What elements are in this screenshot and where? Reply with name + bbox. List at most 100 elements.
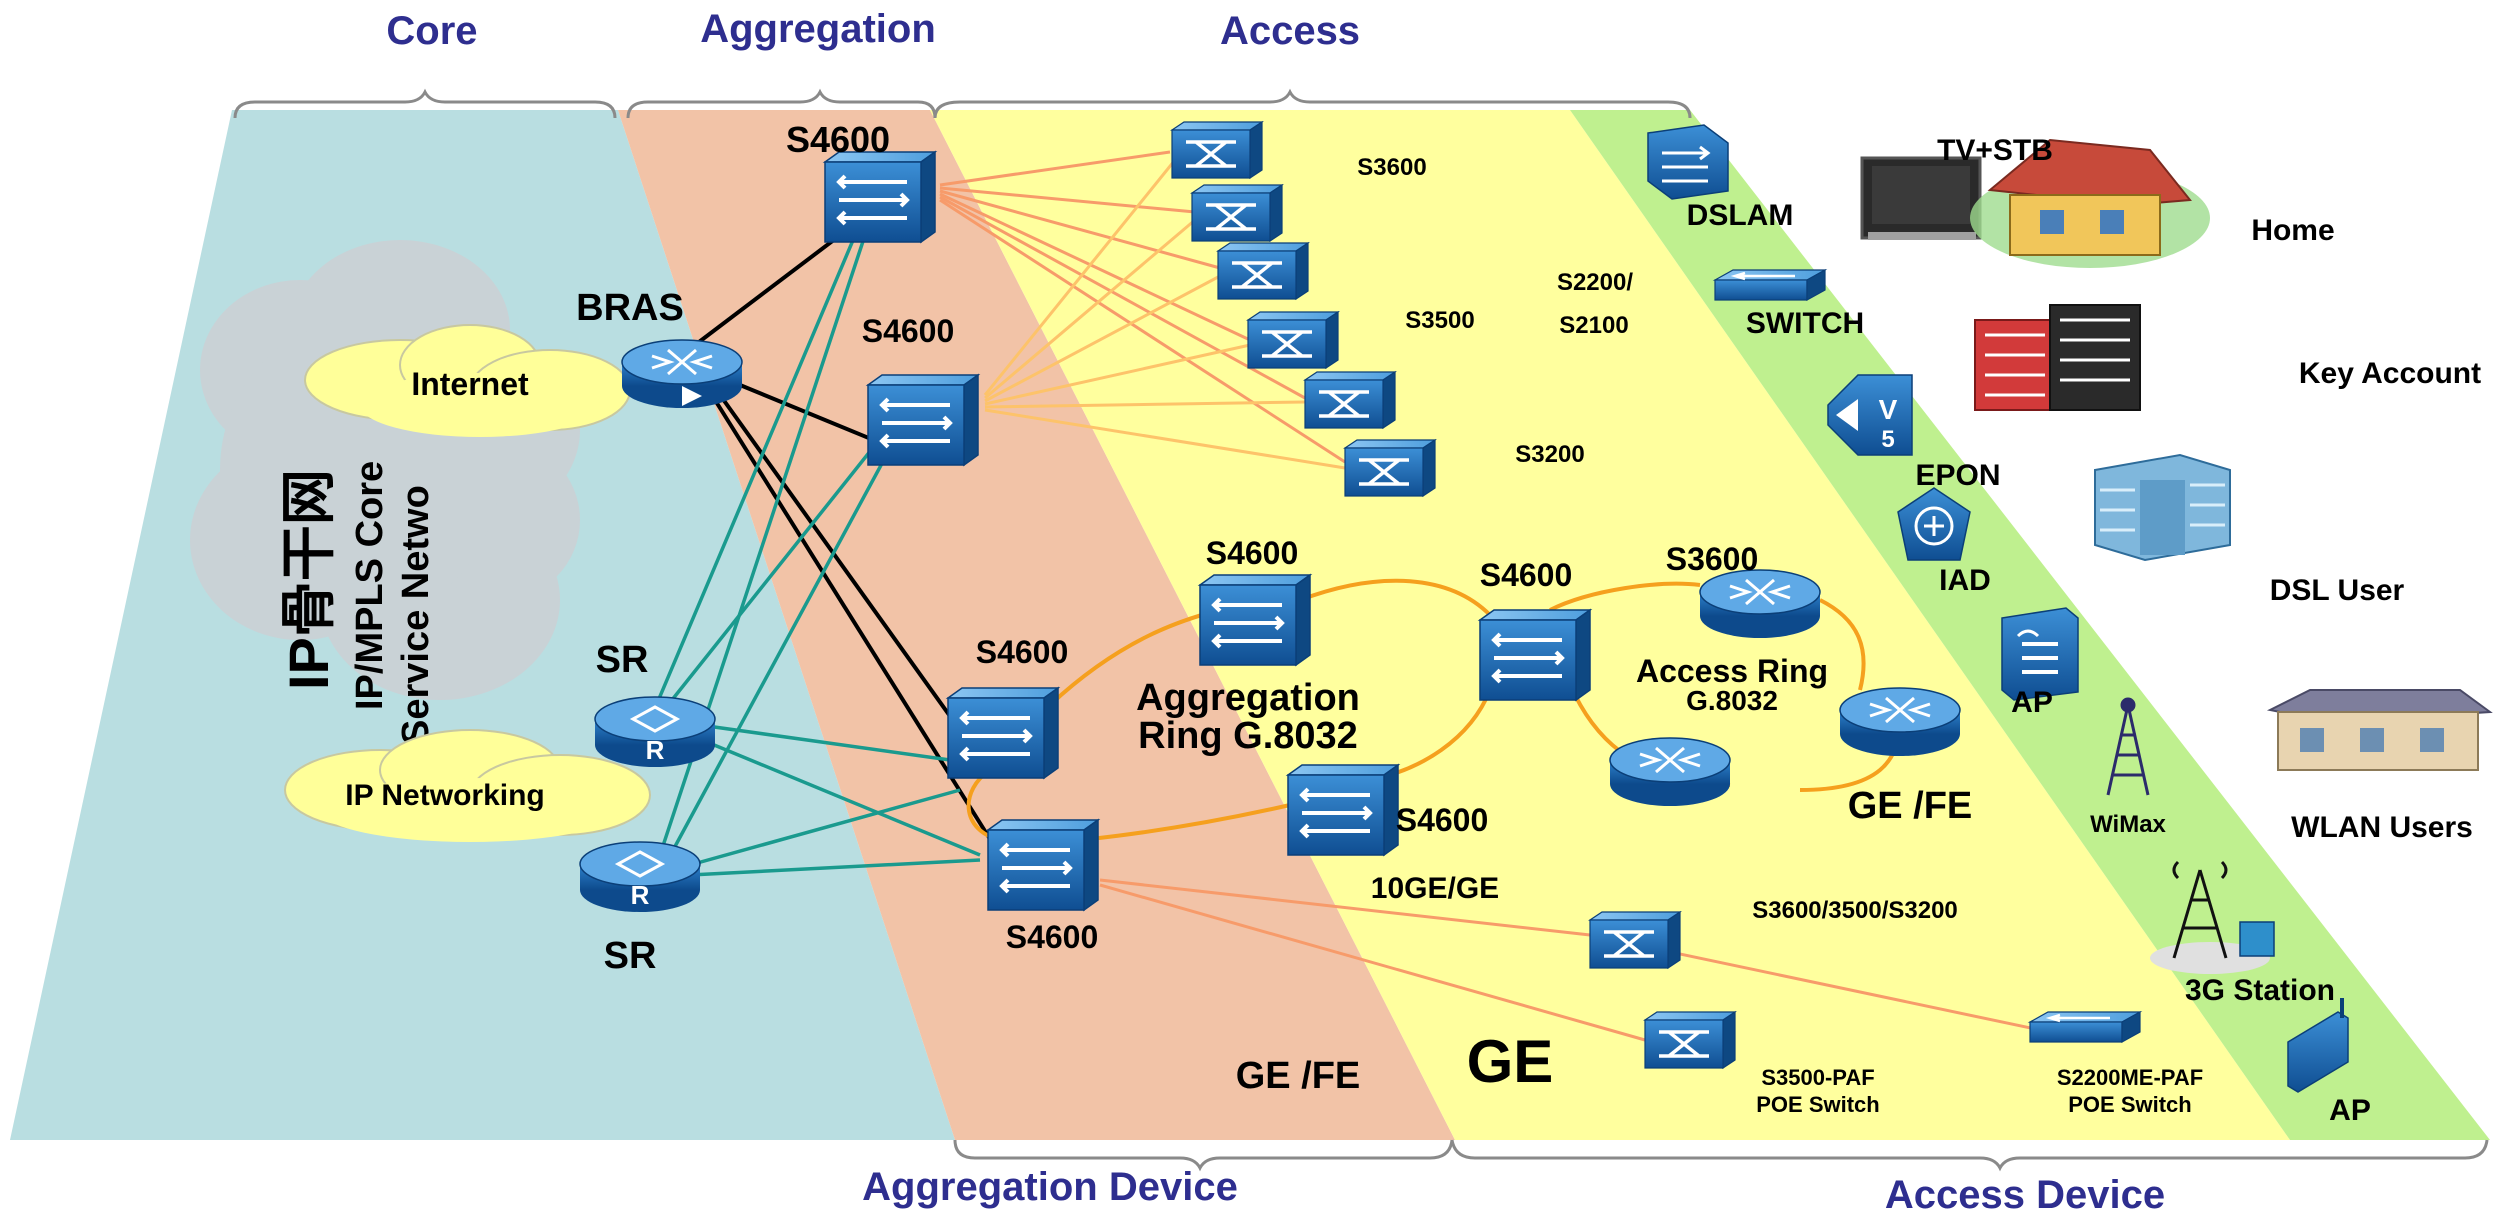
aggregation-ring-label-line1: Aggregation bbox=[1136, 677, 1360, 719]
key-account-label: Key Account bbox=[2299, 357, 2481, 390]
access-ring-router-left-icon bbox=[1608, 736, 1732, 808]
access-ring bbox=[1549, 581, 1902, 792]
tv-stb-label: TV+STB bbox=[1937, 134, 2053, 167]
s4600-ring-right-switch-icon bbox=[1478, 608, 1592, 702]
sr-bottom-label: SR bbox=[604, 935, 657, 977]
access-ge-fe-label: GE /FE bbox=[1848, 785, 1973, 827]
switch-label: SWITCH bbox=[1746, 307, 1864, 340]
wlan-users-label: WLAN Users bbox=[2291, 811, 2473, 844]
svg-text:V: V bbox=[1879, 394, 1898, 425]
aggregation-brace bbox=[626, 88, 937, 119]
s4600-ring-bottom-switch-icon bbox=[1286, 763, 1400, 857]
access-header: Access bbox=[1220, 9, 1360, 53]
aggregation-ge-fe-label: GE /FE bbox=[1236, 1055, 1361, 1097]
epon-icon: V 5 bbox=[1827, 374, 1913, 456]
s4600-top-label: S4600 bbox=[786, 119, 890, 160]
iad-label: IAD bbox=[1939, 564, 1991, 597]
svg-text:5: 5 bbox=[1881, 426, 1894, 453]
second-aggregation-links bbox=[983, 159, 1346, 470]
core-cloud-cn-label: IP骨干网 bbox=[277, 469, 340, 690]
access-switch-5-icon bbox=[1303, 370, 1397, 430]
bras-label: BRAS bbox=[576, 287, 684, 329]
3g-station-radio-tower-icon bbox=[2150, 860, 2275, 974]
ip-networking-label: IP Networking bbox=[345, 779, 544, 812]
access-switch-icon bbox=[1713, 268, 1827, 302]
ap-label: AP bbox=[2011, 686, 2053, 719]
core-cloud-label-line1: IP/MPLS Core bbox=[349, 461, 391, 710]
access-switch-3-icon bbox=[1216, 241, 1310, 301]
access-brace bbox=[933, 88, 1692, 119]
access-device-brace bbox=[1450, 1139, 2489, 1172]
s3500-paf-label-line1: S3500-PAF bbox=[1761, 1065, 1874, 1090]
s2200me-paf-switch-icon bbox=[2028, 1010, 2142, 1044]
wlan-users-house-icon bbox=[2266, 689, 2493, 771]
s3500-paf-switch-icon bbox=[1643, 1010, 1737, 1070]
access-switch-2-icon bbox=[1190, 183, 1284, 243]
iad-icon bbox=[1897, 487, 1971, 561]
s4600-ring-left-bottom-label: S4600 bbox=[1006, 919, 1099, 955]
wimax-label: WiMax bbox=[2090, 811, 2166, 838]
s4600-ring-top-switch-icon bbox=[1198, 573, 1312, 667]
s3600-ring-label: S3600 bbox=[1666, 541, 1759, 577]
3g-station-label: 3G Station bbox=[2185, 974, 2335, 1007]
sr-top-label: SR bbox=[596, 639, 649, 681]
sr-top-router-icon bbox=[593, 695, 717, 769]
tv-stb-icon bbox=[1860, 156, 1982, 240]
core-header: Core bbox=[386, 9, 477, 53]
dslam-icon bbox=[1647, 124, 1729, 200]
s3600-label: S3600 bbox=[1357, 154, 1426, 181]
access-switch-4-icon bbox=[1246, 310, 1340, 370]
s3200-label: S3200 bbox=[1515, 441, 1584, 468]
s3500-label: S3500 bbox=[1405, 307, 1474, 334]
s4600-ring-left-top-switch-icon bbox=[946, 686, 1060, 780]
s4600-ring-top-label: S4600 bbox=[1206, 535, 1299, 571]
s2200me-paf-label-line1: S2200ME-PAF bbox=[2057, 1065, 2203, 1090]
bras-links bbox=[693, 203, 1002, 857]
s3600-3500-3200-label: S3600/3500/S3200 bbox=[1752, 897, 1958, 924]
aggregation-header: Aggregation bbox=[700, 7, 936, 51]
s3500-paf-label-line2: POE Switch bbox=[1756, 1092, 1879, 1117]
access-switch-1-icon bbox=[1170, 120, 1264, 180]
access-ring-label-line1: Access Ring bbox=[1636, 653, 1828, 689]
dsl-user-building-icon bbox=[2094, 453, 2231, 562]
internet-cloud bbox=[304, 324, 631, 437]
aggregation-zone bbox=[618, 110, 1455, 1140]
aggregation-device-header: Aggregation Device bbox=[862, 1165, 1238, 1209]
s4600-ring-left-top-label: S4600 bbox=[976, 634, 1069, 670]
s4600-ring-bottom-label: S4600 bbox=[1396, 802, 1489, 838]
s4600-ring-left-bottom-switch-icon bbox=[986, 818, 1100, 912]
access-ring-router-top-icon bbox=[1698, 568, 1822, 640]
s4600-ring-right-label: S4600 bbox=[1480, 557, 1573, 593]
s4600-second-switch-icon bbox=[866, 373, 980, 467]
s4600-second-label: S4600 bbox=[862, 313, 955, 349]
core-brace bbox=[233, 88, 617, 119]
s2100-label: S2100 bbox=[1559, 312, 1628, 339]
access-device-header: Access Device bbox=[1885, 1173, 2165, 1211]
access-point-icon bbox=[2001, 607, 2079, 701]
key-account-building-icon bbox=[1974, 304, 2141, 411]
aggregation-ring-label-line2: Ring G.8032 bbox=[1138, 715, 1358, 757]
home-label: Home bbox=[2251, 214, 2334, 247]
ap-bottom-label: AP bbox=[2329, 1094, 2371, 1127]
ap-bottom-access-point-icon bbox=[2287, 998, 2349, 1093]
ip-networking-cloud bbox=[284, 729, 651, 842]
aggregation-ring bbox=[966, 578, 1492, 845]
access-ring-router-right-icon bbox=[1838, 686, 1962, 758]
sr-bottom-router-icon bbox=[578, 840, 702, 914]
dslam-label: DSLAM bbox=[1687, 199, 1794, 232]
dsl-user-label: DSL User bbox=[2270, 574, 2405, 607]
epon-label: EPON bbox=[1915, 459, 2000, 492]
aggregation-device-brace bbox=[953, 1139, 1454, 1172]
wimax-radio-tower-icon bbox=[2106, 697, 2150, 796]
s3600-3500-3200-switch-icon bbox=[1588, 910, 1682, 970]
access-switch-6-icon bbox=[1343, 438, 1437, 498]
ge-label: GE bbox=[1467, 1028, 1554, 1095]
s4600-top-switch-icon bbox=[823, 150, 937, 244]
core-cloud-label-line2: Service Netwo bbox=[395, 485, 437, 745]
home-house-icon bbox=[1970, 138, 2210, 268]
bras-router-icon bbox=[620, 338, 744, 410]
access-ring-label-line2: G.8032 bbox=[1686, 685, 1778, 716]
internet-label: Internet bbox=[411, 366, 529, 402]
